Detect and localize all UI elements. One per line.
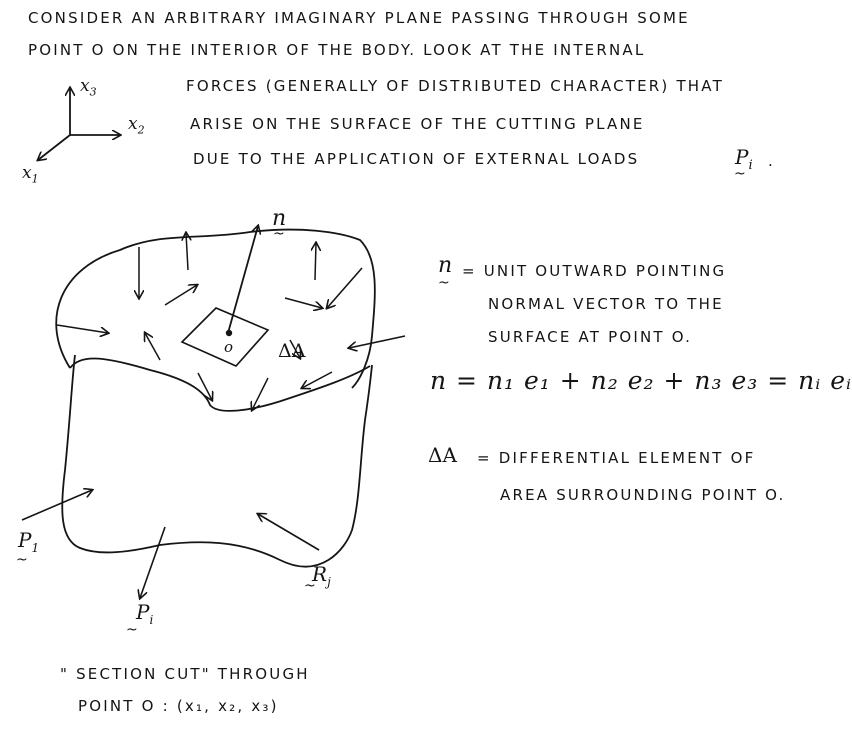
load-p1-tilde: ~	[16, 552, 28, 568]
load-pi-label: Pi	[136, 600, 154, 627]
normal-label-tilde: ~	[273, 226, 285, 242]
caption-line-2: POINT O : (x₁, x₂, x₃)	[78, 697, 279, 715]
body-outline	[55, 228, 376, 568]
intro-line-2: POINT O ON THE INTERIOR OF THE BODY. LOO…	[28, 41, 646, 59]
normal-label: n	[272, 206, 287, 231]
intro-line-3: FORCES (GENERALLY OF DISTRIBUTED CHARACT…	[186, 77, 724, 95]
def-n-line-3: SURFACE AT POINT O.	[488, 328, 693, 346]
intro-line-5: DUE TO THE APPLICATION OF EXTERNAL LOADS	[193, 150, 640, 168]
def-n-symbol: n	[438, 253, 453, 278]
def-dA-symbol: ΔA	[428, 443, 457, 467]
load-p1-label: P1	[18, 528, 40, 555]
area-label: ΔA	[278, 340, 306, 362]
def-dA-line-2: AREA SURROUNDING POINT O.	[500, 486, 786, 504]
internal-force-arrows	[139, 233, 333, 410]
point-o-label: o	[224, 338, 234, 356]
external-load-arrows	[21, 267, 406, 598]
loads-tilde: ~	[734, 166, 746, 182]
normal-vector-arrow	[227, 226, 258, 334]
area-element	[180, 307, 270, 367]
coordinate-axes	[38, 88, 120, 160]
axis-label-x1: x1	[22, 163, 39, 186]
def-n-line-2: NORMAL VECTOR TO THE	[488, 295, 724, 313]
intro-line-1: CONSIDER AN ARBITRARY IMAGINARY PLANE PA…	[28, 9, 690, 27]
caption-line-1: " SECTION CUT" THROUGH	[60, 665, 310, 683]
def-n-tilde: ~	[438, 275, 450, 291]
diagram-graphics	[21, 0, 406, 737]
load-pi-tilde: ~	[126, 622, 138, 638]
loads-symbol: Pi	[735, 145, 753, 173]
normal-vector-equation: n = n₁ e₁ + n₂ e₂ + n₃ e₃ = nᵢ eᵢ	[430, 366, 852, 395]
axis-label-x2: x2	[128, 114, 145, 137]
axis-label-x3: x3	[80, 76, 97, 99]
load-rj-tilde: ~	[304, 578, 316, 594]
intro-line-4: ARISE ON THE SURFACE OF THE CUTTING PLAN…	[190, 115, 645, 133]
def-n-line-1: = UNIT OUTWARD POINTING	[462, 262, 727, 280]
point-o-dot	[225, 329, 233, 337]
def-dA-line-1: = DIFFERENTIAL ELEMENT OF	[477, 449, 756, 467]
load-rj-label: Rj	[312, 562, 331, 589]
intro-period: .	[768, 152, 775, 170]
